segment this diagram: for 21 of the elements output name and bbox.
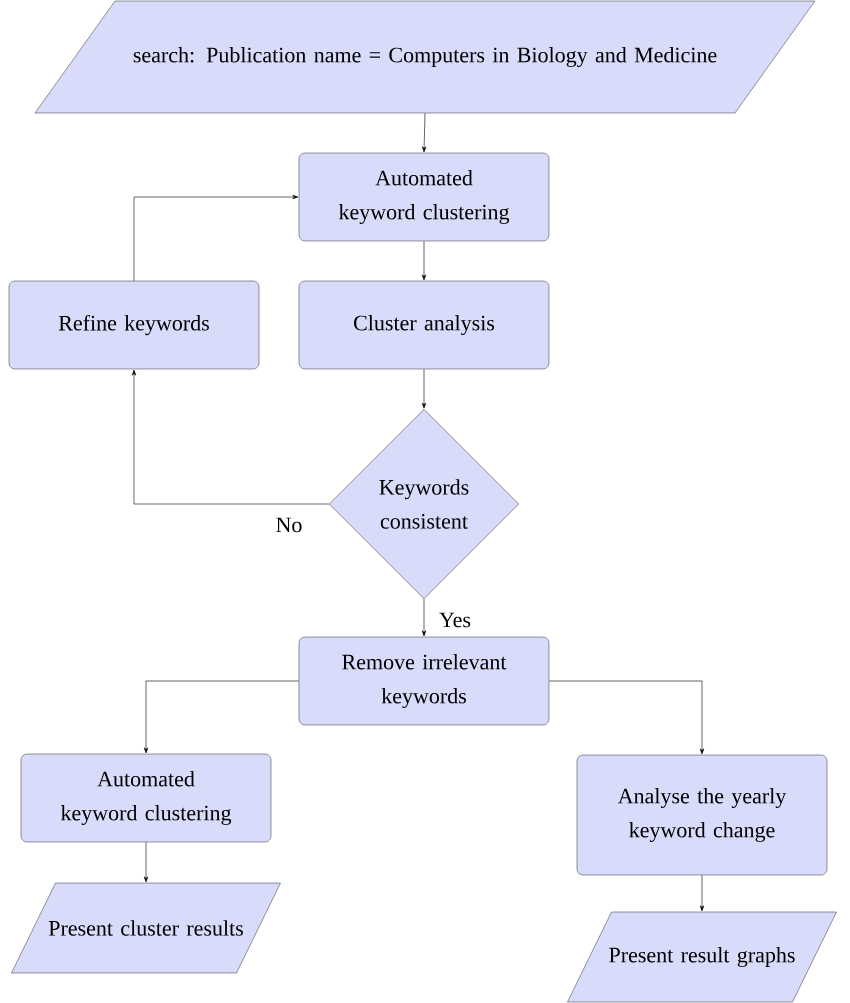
data-parallelogram: Present result graphs: [567, 911, 837, 1003]
process-box: Analyse the yearly keyword change: [576, 754, 828, 876]
process-box: Remove irrelevant keywords: [298, 636, 550, 726]
arrow: [421, 368, 427, 409]
arrow: [143, 680, 300, 754]
data-parallelogram: Present cluster results: [11, 882, 281, 974]
arrow: [421, 598, 427, 637]
arrow: [131, 369, 330, 505]
data-parallelogram: search: Publication name = Computers in Biology and Medicine: [34, 0, 816, 114]
arrow: [422, 112, 427, 153]
arrow: [133, 194, 299, 282]
edge-label: No: [274, 516, 304, 534]
arrow: [421, 240, 427, 281]
arrow: [699, 874, 705, 912]
process-box: Automated keyword clustering: [298, 152, 550, 242]
process-box: Cluster analysis: [298, 280, 550, 370]
edge-label: Yes: [438, 611, 472, 629]
process-box: Refine keywords: [8, 280, 260, 370]
arrow: [143, 841, 149, 883]
arrow: [548, 680, 705, 755]
process-box: Automated keyword clustering: [20, 753, 272, 843]
